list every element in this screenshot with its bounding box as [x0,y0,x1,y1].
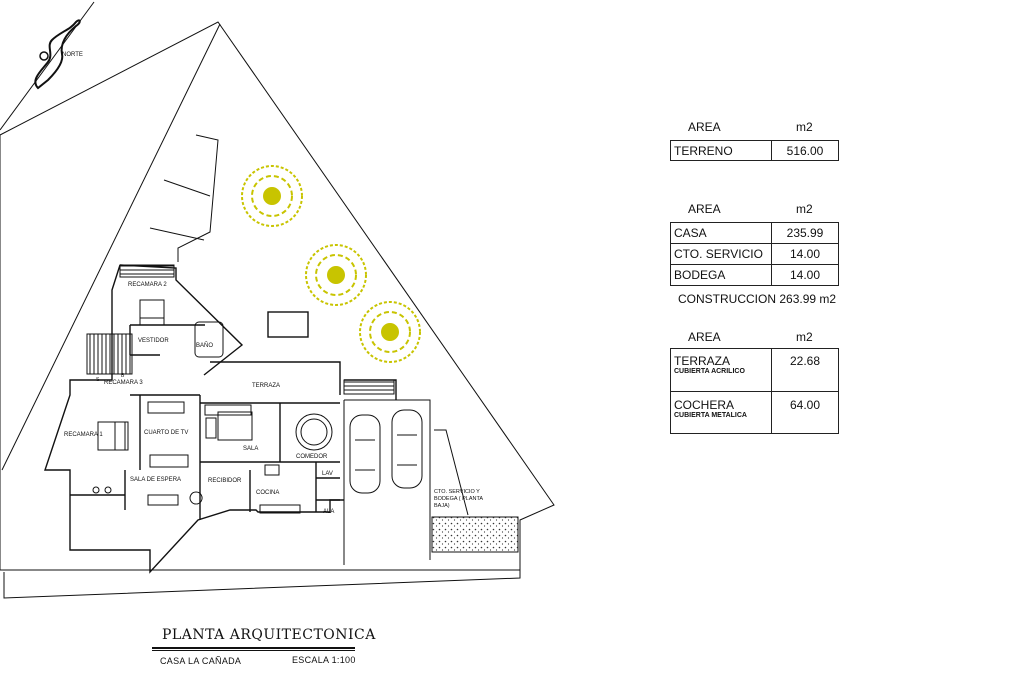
room-label-servicio: CTO. SERVICIO Y BODEGA ( PLANTA BAJA) [434,489,483,509]
terreno-header-area: AREA [688,120,721,134]
room-label-recibidor: RECIBIDOR [208,478,242,484]
construccion-total: CONSTRUCCION 263.99 m2 [678,292,848,306]
bodega-row-label: BODEGA [670,264,772,286]
tree-icon [359,301,421,363]
tree-icon [305,244,367,306]
stairs-recamara2 [119,264,175,278]
house-walls [44,264,397,574]
street-line [3,570,521,599]
room-label-sala-espera: SALA DE ESPERA [130,477,181,483]
servicio-row-value: 14.00 [771,243,839,265]
servicio-row-label: CTO. SERVICIO [670,243,772,265]
cochera-sublabel: CUBIERTA METALICA [674,412,747,419]
stair-mark-b: B [121,373,125,379]
furniture [92,299,333,514]
room-label-terraza: TERRAZA [252,383,280,389]
room-label-bano: BAÑO [196,342,213,349]
terraza-row-label: TERRAZA CUBIERTA ACRILICO [670,348,772,392]
terreno-value-cell: 516.00 [771,140,839,161]
room-label-cocina: COCINA [256,490,279,496]
construccion-value: 263.99 [779,292,817,306]
room-label-cuarto-tv: CUARTO DE TV [144,430,188,436]
drawing-scale: ESCALA 1:100 [292,655,356,665]
floor-plan-drawing: NORTE [0,1,555,599]
room-label-sala: SALA [243,446,258,452]
casa-header-unit: m2 [796,202,813,216]
room-label-recamara1: RECAMARA 1 [64,432,103,438]
terreno-label-cell: TERRENO [670,140,772,161]
room-label-lav: LAV [322,471,333,477]
stair-mark-s: S [96,377,100,383]
lot-boundary [0,21,555,571]
title-underline-thin [152,650,355,651]
construccion-unit: m2 [819,292,837,306]
exterior-header-unit: m2 [796,330,813,344]
terreno-header-unit: m2 [796,120,813,134]
north-arrow-icon [0,1,95,131]
casa-row-label: CASA [670,222,772,244]
terraza-label: TERRAZA [674,354,731,368]
garden-planters [149,134,219,262]
bodega-row-value: 14.00 [771,264,839,286]
casa-header-area: AREA [688,202,721,216]
construccion-label: CONSTRUCCION [678,292,776,306]
tree-icon [241,165,303,227]
room-label-recamara3: RECAMARA 3 [104,380,143,386]
terraza-row-value: 22.68 [771,348,839,392]
room-label-recamara2: RECAMARA 2 [128,282,167,288]
stairs-exterior [343,379,395,395]
garage [343,399,469,565]
cochera-label: COCHERA [674,398,735,412]
room-label-comedor: COMEDOR [296,454,328,460]
cochera-row-value: 64.00 [771,391,839,434]
stairs-main [86,333,133,375]
room-label-ala: ALA [323,509,334,515]
project-name: CASA LA CAÑADA [160,656,242,666]
drawing-title: PLANTA ARQUITECTONICA [162,627,376,643]
service-area-hatch [431,516,519,553]
room-label-vestidor: VESTIDOR [138,338,169,344]
terraza-sublabel: CUBIERTA ACRILICO [674,368,745,375]
title-underline [152,647,355,649]
casa-row-value: 235.99 [771,222,839,244]
exterior-header-area: AREA [688,330,721,344]
north-label: NORTE [62,52,83,58]
cochera-row-label: COCHERA CUBIERTA METALICA [670,391,772,434]
